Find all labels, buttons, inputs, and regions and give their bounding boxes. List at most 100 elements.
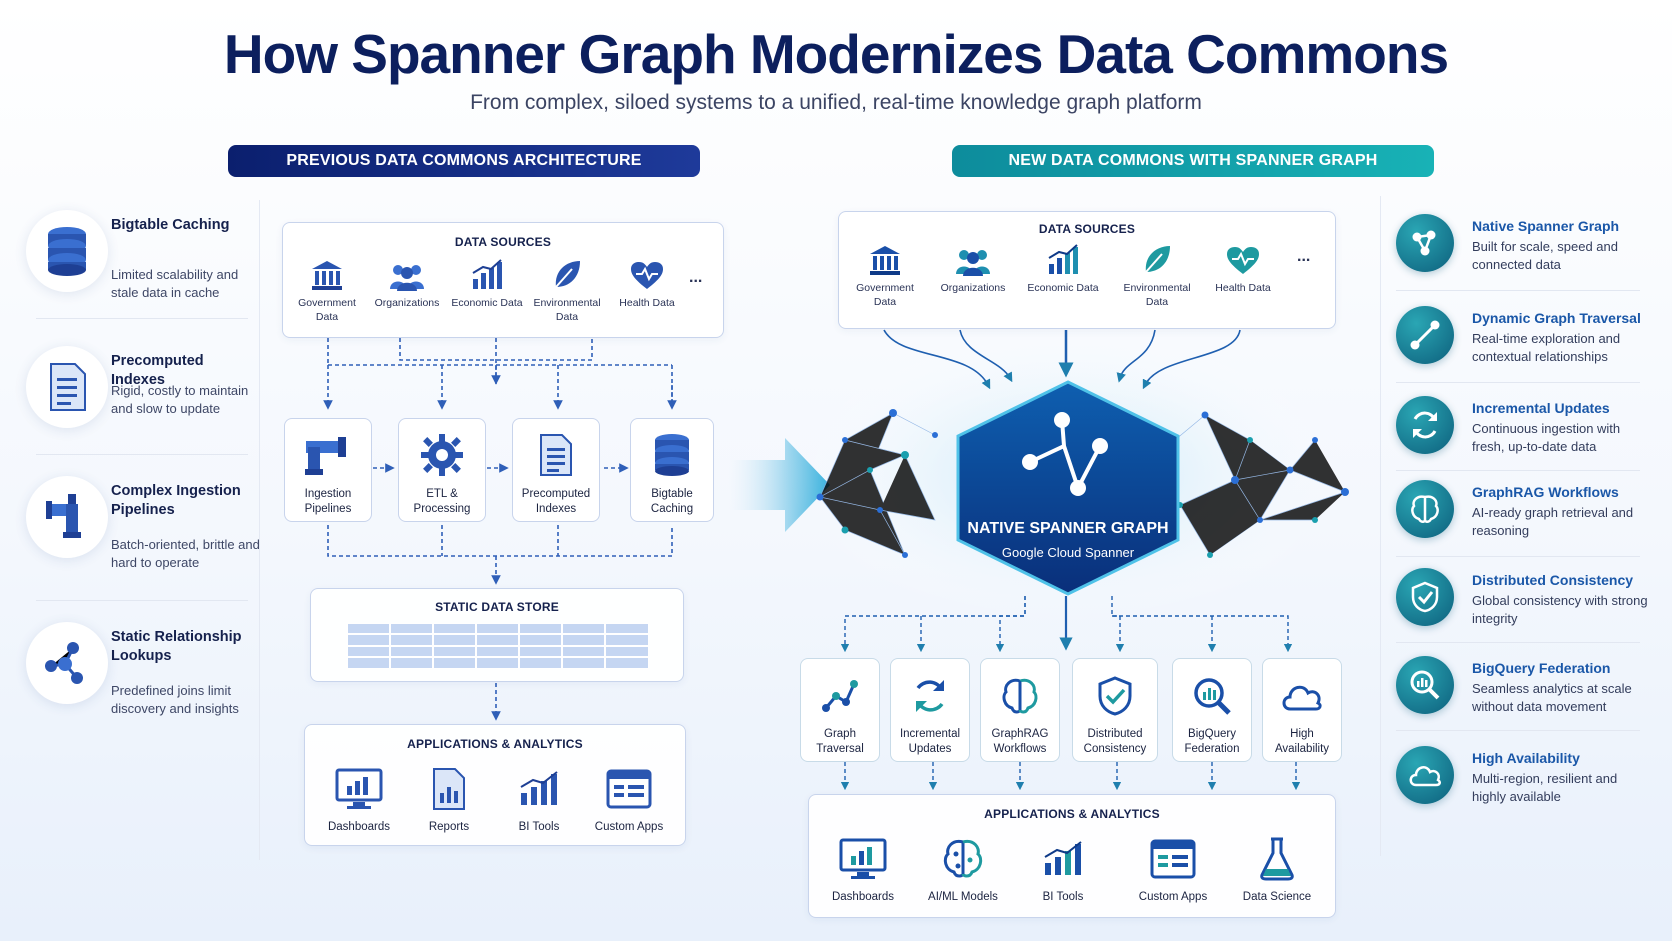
feature-label: High Availability <box>1274 728 1330 755</box>
source-health: Health Data <box>1203 236 1283 296</box>
app-dashboards: Dashboards <box>813 835 913 903</box>
box-title: DATA SOURCES <box>1038 222 1136 236</box>
gear-icon <box>421 434 463 476</box>
source-label: Government Data <box>856 282 914 308</box>
feature-label: Distributed Consistency <box>1083 728 1147 755</box>
monitor-icon <box>839 838 887 879</box>
box-title: APPLICATIONS & ANALYTICS <box>407 737 583 751</box>
box-title: DATA SOURCES <box>454 235 552 249</box>
brain-icon <box>1396 480 1454 538</box>
source-label: Economic Data <box>1027 282 1099 294</box>
feature-high-availability: High Availability <box>1262 658 1342 762</box>
pipeline-label: ETL & Processing <box>413 488 471 515</box>
issue-desc: Predefined joins limit discovery and ins… <box>111 683 239 716</box>
benefits-panel <box>1380 196 1656 856</box>
static-data-store-box: STATIC DATA STORE <box>310 588 684 682</box>
benefit-desc: Multi-region, resilient and highly avail… <box>1472 771 1618 804</box>
app-dashboards: Dashboards <box>309 765 409 833</box>
pipeline-label: Ingestion Pipelines <box>304 488 352 515</box>
heart-icon <box>1227 247 1259 274</box>
app-label: Dashboards <box>327 821 390 833</box>
issue-title: Static Relationship Lookups <box>111 629 242 664</box>
issue-title: Complex Ingestion Pipelines <box>111 483 241 518</box>
feature-bigquery-federation: BigQuery Federation <box>1172 658 1252 762</box>
refresh-icon <box>1396 396 1454 454</box>
benefit-desc: Built for scale, speed and connected dat… <box>1472 239 1618 272</box>
issue-desc: Rigid, costly to maintain and slow to up… <box>111 383 249 416</box>
pipeline-label: Bigtable Caching <box>650 488 694 515</box>
old-applications-box: APPLICATIONS & ANALYTICS Dashboards Repo… <box>304 724 686 846</box>
app-label: Custom Apps <box>594 821 664 833</box>
graph-nodes-icon <box>1396 214 1454 272</box>
benefit-desc: Seamless analytics at scale without data… <box>1472 681 1632 714</box>
app-window-icon <box>606 769 652 809</box>
benefit-desc: AI-ready graph retrieval and reasoning <box>1472 505 1634 538</box>
pipeline-etl: ETL & Processing <box>398 418 486 522</box>
source-government: Government Data <box>287 251 367 324</box>
flask-icon <box>1260 837 1294 881</box>
app-label: BI Tools <box>1042 891 1084 903</box>
feature-graphrag-workflows: GraphRAG Workflows <box>980 658 1060 762</box>
more-sources: ... <box>1297 248 1311 265</box>
benefit-title: High Availability <box>1472 750 1580 766</box>
page-title: How Spanner Graph Modernizes Data Common… <box>223 23 1449 85</box>
app-label: Dashboards <box>831 891 894 903</box>
source-government: Government Data <box>845 236 925 309</box>
source-label: Environmental Data <box>1123 282 1191 308</box>
source-label: Health Data <box>1215 282 1271 294</box>
benefit-title: BigQuery Federation <box>1472 660 1611 676</box>
nodes-icon <box>26 622 108 704</box>
report-icon <box>433 768 465 810</box>
leaf-icon <box>1145 246 1170 273</box>
feature-distributed-consistency: Distributed Consistency <box>1072 658 1158 762</box>
graph-path-icon <box>822 680 858 712</box>
app-custom-apps: Custom Apps <box>1123 835 1223 903</box>
bar-chart-icon <box>1044 841 1082 875</box>
source-health: Health Data <box>607 251 687 311</box>
hub-title: NATIVE SPANNER GRAPH <box>967 520 1169 537</box>
government-icon <box>870 246 900 275</box>
shield-check-icon <box>1098 676 1132 716</box>
app-label: AI/ML Models <box>928 891 998 903</box>
heart-icon <box>631 262 663 289</box>
government-icon <box>312 261 342 290</box>
new-architecture-banner: NEW DATA COMMONS WITH SPANNER GRAPH <box>952 145 1434 177</box>
cloud-icon <box>1396 746 1454 804</box>
source-economic: Economic Data <box>447 251 527 311</box>
people-icon <box>956 250 990 276</box>
source-label: Health Data <box>619 297 675 309</box>
pipeline-label: Precomputed Indexes <box>521 488 591 515</box>
document-icon <box>540 434 572 476</box>
traversal-icon <box>1396 306 1454 364</box>
leaf-icon <box>555 261 580 288</box>
pipe-icon <box>26 476 108 558</box>
source-label: Environmental Data <box>533 297 601 323</box>
monitor-icon <box>335 768 383 809</box>
hub-graph-icon <box>1029 419 1102 494</box>
feature-graph-traversal: Graph Traversal <box>800 658 880 762</box>
cloud-icon <box>1282 685 1322 711</box>
new-data-sources-box: DATA SOURCES Government Data Organizatio… <box>838 211 1336 329</box>
hub-subtitle: Google Cloud Spanner <box>1001 545 1135 560</box>
box-title: APPLICATIONS & ANALYTICS <box>984 807 1160 821</box>
app-reports: Reports <box>399 765 499 833</box>
pipeline-ingestion: Ingestion Pipelines <box>284 418 372 522</box>
previous-architecture-banner: PREVIOUS DATA COMMONS ARCHITECTURE <box>228 145 700 177</box>
ai-brain-icon <box>943 839 983 878</box>
pipe-icon <box>305 437 346 475</box>
pipeline-bigtable: Bigtable Caching <box>630 418 714 522</box>
source-label: Organizations <box>940 282 1006 294</box>
app-label: Data Science <box>1242 891 1312 903</box>
source-economic: Economic Data <box>1023 236 1103 296</box>
issue-desc: Limited scalability and stale data in ca… <box>111 267 239 300</box>
app-bi-tools: BI Tools <box>1013 835 1113 903</box>
refresh-icon <box>916 680 944 712</box>
benefit-title: Native Spanner Graph <box>1472 218 1620 234</box>
app-label: Custom Apps <box>1138 891 1208 903</box>
hub-hexagon <box>956 380 1180 596</box>
document-icon <box>26 346 108 428</box>
new-applications-box: APPLICATIONS & ANALYTICS Dashboards AI/M… <box>808 794 1336 918</box>
feature-incremental-updates: Incremental Updates <box>890 658 970 762</box>
people-icon <box>390 265 424 291</box>
magnifier-chart-icon <box>1396 656 1454 714</box>
